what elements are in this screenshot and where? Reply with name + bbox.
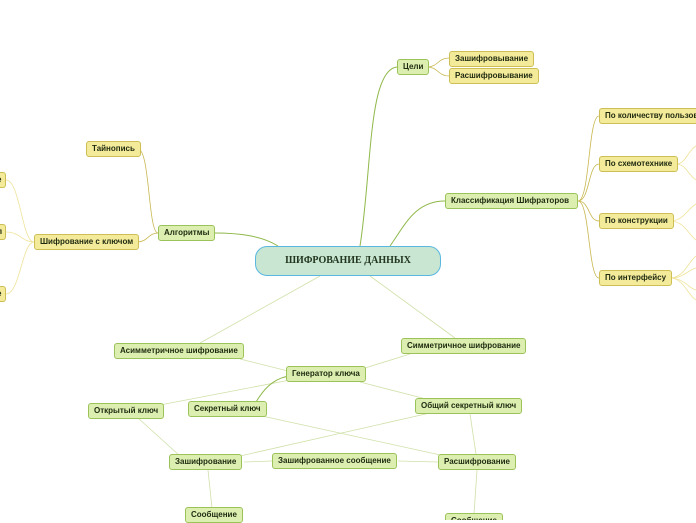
link-zash-soob (207, 469, 213, 509)
link-rassh-bottom (473, 469, 478, 515)
link-fan-shem-2 (675, 163, 696, 181)
link-fan-interf-2 (669, 267, 696, 279)
link-root-klassifikaciya (389, 200, 446, 247)
link-gen-obsh (359, 381, 431, 401)
node-algoritmy[interactable]: Алгоритмы (158, 225, 216, 241)
link-gen-otkr (159, 379, 291, 406)
link-otkr-zash (137, 417, 181, 457)
node-rasshifrovyvanie[interactable]: Расшифровывание (449, 68, 539, 84)
node-otkrytyy[interactable]: Открытый ключ (88, 403, 165, 419)
link-left-2 (5, 231, 35, 243)
link-fan-shem-1 (675, 145, 696, 165)
link-root-celi (359, 66, 398, 247)
link-left-1 (5, 179, 35, 243)
link-obsh-zash (239, 412, 431, 457)
node-rasshifrovanie[interactable]: Расшифрование (438, 454, 516, 470)
link-obsh-rassh (469, 413, 477, 455)
node-asimmetrichnoe[interactable]: Асимметричное шифрование (114, 343, 244, 359)
link-celi-rasshifrovyvanie (426, 66, 450, 77)
link-left-3 (5, 241, 35, 295)
node-simmetrichnoe[interactable]: Симметричное шифрование (401, 338, 527, 354)
node-zashifrovyvanie[interactable]: Зашифровывание (449, 51, 535, 67)
node-zashifrovanie[interactable]: Зашифрование (169, 454, 243, 470)
node-obshchiy[interactable]: Общий секретный ключ (415, 398, 523, 414)
link-root-sim (369, 275, 456, 339)
node-left-stub-1[interactable]: е (0, 172, 6, 188)
link-alg-taynopis (137, 148, 159, 234)
node-left-stub-3[interactable]: е (0, 286, 6, 302)
link-root-algoritmy (213, 232, 279, 247)
link-sim-gen (364, 353, 411, 369)
link-klass-interf (577, 200, 600, 279)
link-klass-konst (577, 200, 600, 222)
node-soobshchenie[interactable]: Сообщение (185, 507, 243, 523)
node-celi[interactable]: Цели (397, 59, 430, 75)
node-taynopis[interactable]: Тайнопись (86, 141, 141, 157)
link-klass-shem (577, 163, 600, 202)
node-generator[interactable]: Генератор ключа (286, 366, 366, 382)
link-zashsoob-rassh (397, 460, 439, 463)
link-celi-zashifrovyvanie (426, 57, 450, 68)
node-po-interfeysu[interactable]: По интерфейсу (599, 270, 673, 286)
node-po-konstrukcii[interactable]: По конструкции (599, 213, 674, 229)
node-po-kolichestvu[interactable]: По количеству пользователей (599, 108, 696, 124)
link-root-asim (199, 275, 321, 344)
link-fan-konst-2 (669, 220, 696, 241)
link-sekr-rassh (261, 415, 446, 457)
link-fan-interf-3 (669, 277, 696, 291)
node-bottom-right[interactable]: Сообщение (445, 513, 503, 520)
node-klassifikaciya[interactable]: Классификация Шифраторов (445, 193, 578, 209)
link-fan-konst-1 (669, 203, 696, 222)
node-sekretnyy[interactable]: Секретный ключ (188, 401, 267, 417)
node-po-shemotehnike[interactable]: По схемотехнике (599, 156, 679, 172)
link-klass-kol (577, 115, 600, 202)
link-zash-zashsoob (243, 460, 273, 463)
link-alg-shifrovanie (136, 232, 159, 243)
node-shifrovanie-s-klyuchom[interactable]: Шифрование с ключом (34, 234, 140, 250)
link-fan-interf-4 (669, 277, 696, 301)
node-zashifrovannoe-soobshchenie[interactable]: Зашифрованное сообщение (272, 453, 397, 469)
root-node[interactable]: ШИФРОВАНИЕ ДАННЫХ (255, 246, 441, 276)
link-gen-sekr (255, 375, 291, 403)
node-left-stub-2[interactable]: л (0, 224, 6, 240)
